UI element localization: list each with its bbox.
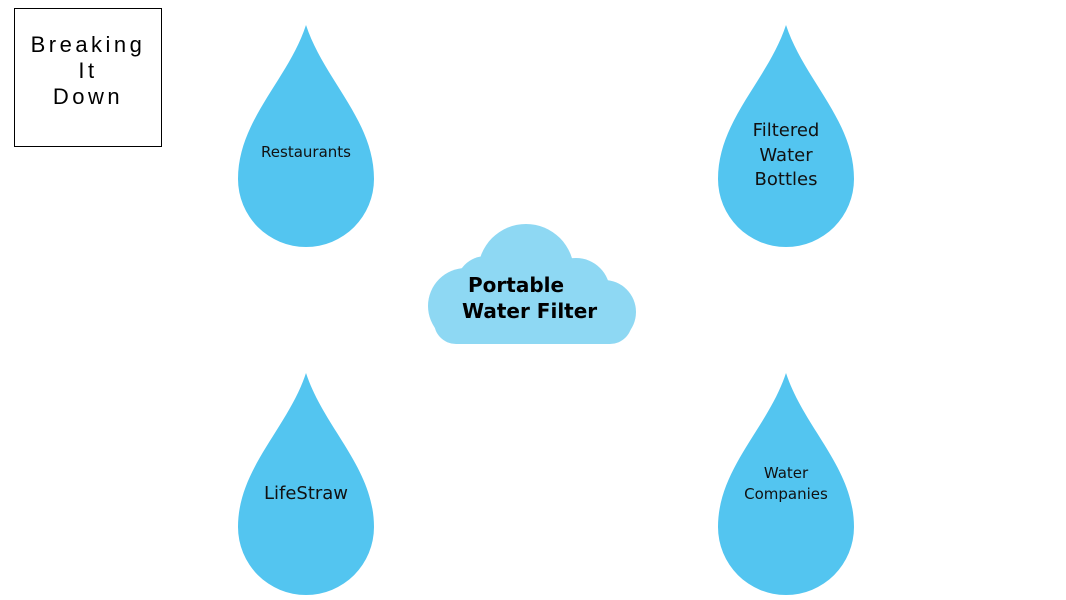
drop-label-water-companies: Water Companies (718, 463, 854, 505)
water-drop-icon (718, 25, 854, 247)
water-drop-icon (238, 373, 374, 595)
drop-label-filtered-water-bottles: Filtered Water Bottles (718, 119, 854, 193)
center-label-line: Portable (468, 273, 565, 297)
drop-label-line: LifeStraw (263, 483, 349, 504)
drop-lifestraw: LifeStraw (238, 373, 374, 595)
drop-label-line: Water (759, 144, 813, 166)
drop-label-line: Water (763, 464, 809, 482)
drop-label-restaurants: Restaurants (238, 143, 374, 161)
center-label: Portable Water Filter (456, 272, 636, 324)
drop-water-companies: Water Companies (718, 373, 854, 595)
center-label-line: Water Filter (462, 299, 598, 323)
title-box: Breaking It Down (14, 8, 162, 147)
drop-label-lifestraw: LifeStraw (238, 483, 374, 505)
drop-label-line: Companies (744, 485, 828, 503)
drop-filtered-water-bottles: Filtered Water Bottles (718, 25, 854, 247)
title-line-3: Down (52, 83, 124, 109)
drop-label-line: Restaurants (261, 143, 351, 161)
drop-label-line: Filtered (752, 120, 820, 141)
water-drop-icon (238, 25, 374, 247)
water-drop-icon (718, 373, 854, 595)
drop-restaurants: Restaurants (238, 25, 374, 247)
title-line-1: Breaking (30, 31, 146, 57)
cloud-icon (428, 224, 636, 344)
drop-label-line: Bottles (754, 169, 818, 190)
center-node: Portable Water Filter (426, 214, 640, 350)
title-line-2: It (78, 57, 98, 83)
